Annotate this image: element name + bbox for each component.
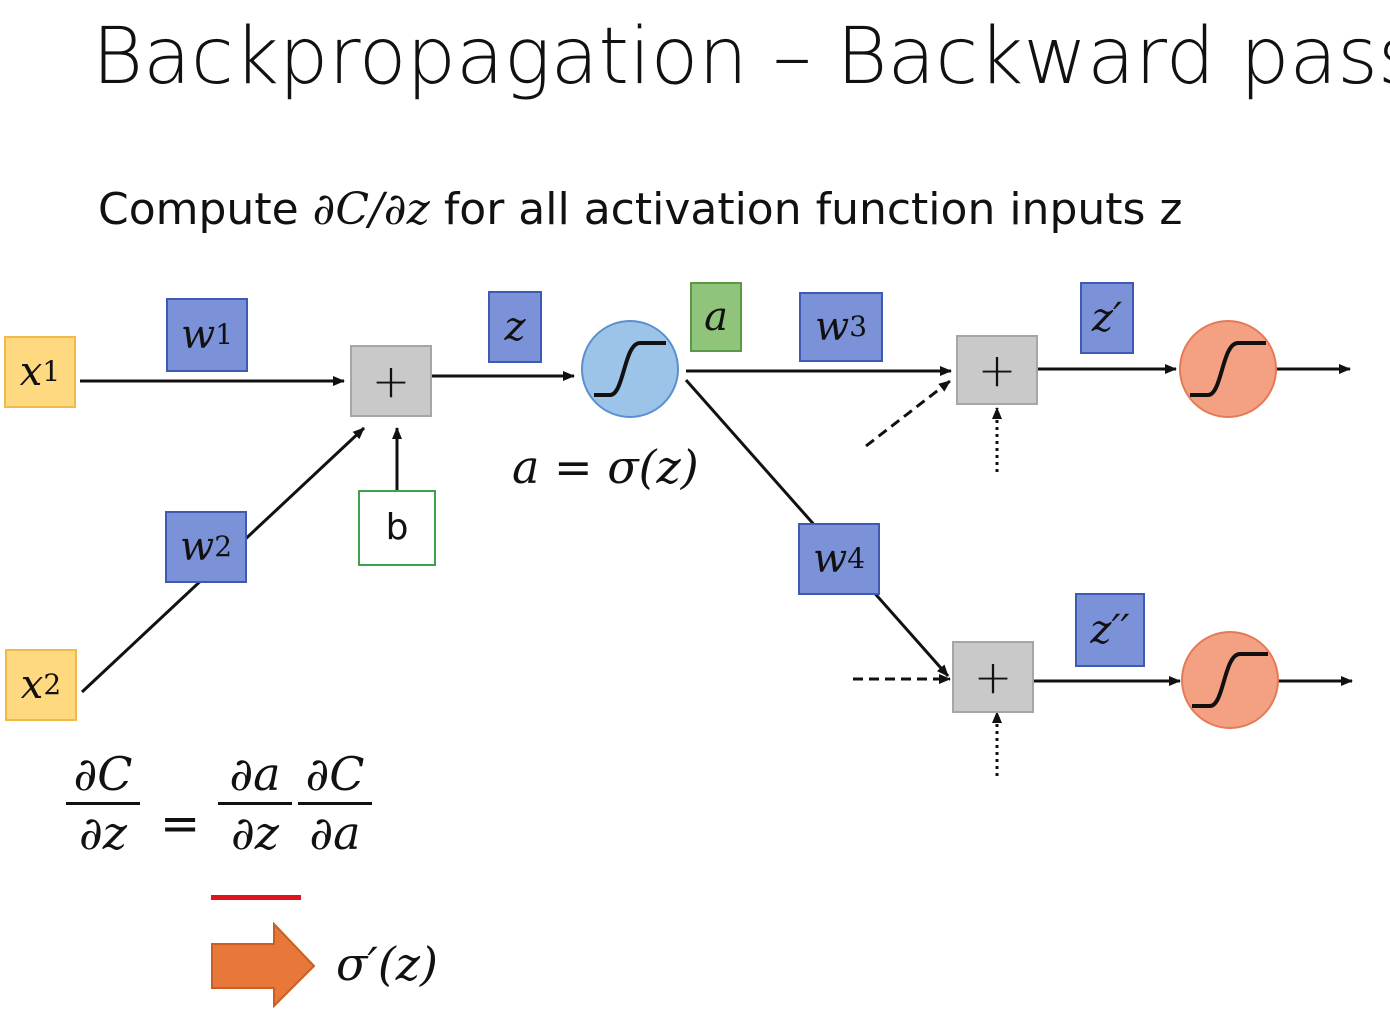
frac-dC-da: ∂C ∂a — [298, 750, 372, 858]
frac-denominator: ∂a — [309, 806, 361, 861]
sum-node-2: + — [956, 335, 1038, 405]
fraction-bar — [66, 802, 140, 806]
label-z-double-prime: z′′ — [1075, 593, 1145, 667]
sum-node-1: + — [350, 345, 432, 417]
label-z: z — [488, 291, 542, 363]
frac-denominator: ∂z — [78, 806, 128, 861]
edge-dashed-sum2 — [865, 379, 951, 448]
frac-dC-dz: ∂C ∂z — [66, 750, 140, 858]
label-z-prime: z′ — [1080, 282, 1134, 354]
slide-subtitle: Compute ∂C/∂z for all activation functio… — [98, 184, 1183, 235]
frac-da-dz: ∂a ∂z — [218, 750, 292, 858]
subtitle-math: ∂C/∂z — [312, 184, 430, 235]
label-a: a — [690, 282, 742, 352]
bias-b: b — [358, 490, 436, 566]
sum-node-3: + — [952, 641, 1034, 713]
subtitle-suffix: for all activation function inputs z — [429, 184, 1183, 235]
highlight-underline — [211, 895, 301, 900]
fraction-bar — [218, 802, 292, 806]
neuron-sigmoid-orange-top — [1179, 320, 1277, 418]
activation-equation: a = σ(z) — [512, 440, 699, 494]
result-arrow-icon — [211, 921, 316, 1009]
frac-numerator: ∂C — [305, 747, 365, 801]
slide-title: Backpropagation – Backward pass — [92, 12, 1390, 102]
frac-numerator: ∂C — [73, 747, 133, 801]
equals-sign: = — [160, 796, 201, 852]
frac-denominator: ∂z — [230, 806, 280, 861]
subtitle-prefix: Compute — [98, 184, 313, 235]
frac-numerator: ∂a — [229, 747, 281, 801]
fraction-bar — [298, 802, 372, 806]
neuron-sigmoid-orange-bottom — [1181, 631, 1279, 729]
sigma-prime-result: σ′(z) — [336, 937, 438, 991]
neuron-sigmoid-blue — [581, 320, 679, 418]
